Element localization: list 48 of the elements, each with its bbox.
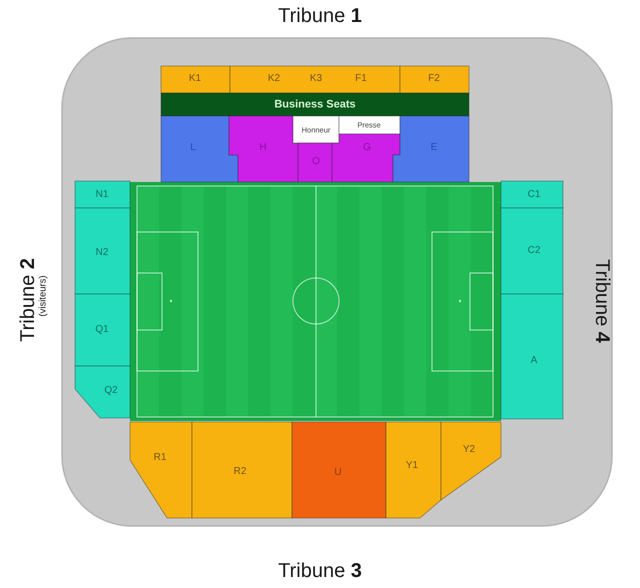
section-label: H [259, 143, 267, 153]
seating-section [161, 66, 230, 93]
seating-section [501, 294, 563, 419]
section-label: Q2 [104, 386, 118, 396]
seating-section [339, 116, 400, 134]
section-label: Business Seats [274, 100, 356, 110]
seating-section [386, 422, 441, 518]
stand-label: Tribune 3 [278, 561, 362, 581]
section-label: E [430, 143, 438, 153]
section-label: K2 [268, 74, 280, 84]
section-label: A [530, 356, 538, 366]
section-label: L [190, 143, 196, 153]
section-label: O [312, 157, 320, 167]
section-label: F1 [355, 74, 367, 84]
seating-section [332, 134, 400, 182]
section-label: N1 [96, 190, 108, 200]
seating-section [192, 422, 292, 518]
seating-section [441, 422, 501, 500]
section-label: C2 [528, 246, 540, 256]
section-label: Y1 [406, 461, 418, 471]
seating-section [75, 294, 130, 366]
section-label: N2 [96, 248, 108, 258]
stand-label: Tribune 2 [18, 258, 38, 342]
section-label: Y2 [462, 445, 476, 455]
section-label: K3 [310, 74, 322, 84]
seating-section [501, 181, 563, 208]
section-label: K1 [188, 74, 202, 84]
seating-section [229, 116, 298, 182]
section-label: U [334, 468, 342, 478]
section-label: R2 [234, 467, 246, 477]
section-label: F2 [428, 74, 440, 84]
section-label: G [363, 143, 371, 153]
section-label: Q1 [95, 325, 109, 335]
seating-section [292, 422, 386, 518]
seating-section [400, 66, 469, 93]
seating-section [75, 208, 130, 294]
section-label: R1 [154, 453, 166, 463]
stand-label: Tribune 4 [592, 259, 612, 343]
seating-section [230, 66, 400, 93]
seating-section [293, 116, 339, 143]
section-label: C1 [528, 190, 540, 200]
seating-section [161, 93, 469, 116]
seating-section [130, 422, 192, 518]
stand-label: Tribune 1 [278, 6, 362, 26]
seating-section [501, 208, 563, 294]
seating-section [75, 181, 130, 208]
stand-note: (visiteurs) [38, 275, 48, 317]
seating-section [298, 143, 332, 182]
